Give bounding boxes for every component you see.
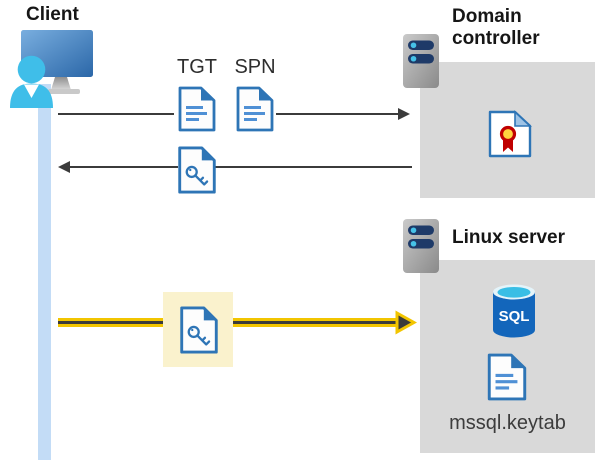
user-icon xyxy=(10,55,53,108)
tgt-document-icon xyxy=(178,86,216,132)
client-label: Client xyxy=(26,4,79,25)
linux-server-server-icon xyxy=(403,219,439,273)
tgt-label: TGT xyxy=(177,56,217,78)
ticket-response-arrow-line xyxy=(214,166,412,168)
arrow-right-icon xyxy=(398,108,410,120)
domain-controller-server-icon xyxy=(403,34,439,88)
arrow-right-yellow-icon xyxy=(395,310,417,335)
keytab-file-label: mssql.keytab xyxy=(449,412,566,434)
linux-server-label: Linux server xyxy=(452,227,565,248)
tgt-request-arrow-line xyxy=(58,113,174,115)
service-ticket-key-document-icon xyxy=(180,306,218,354)
spn-label: SPN xyxy=(234,56,276,78)
client-device-icon xyxy=(10,30,93,108)
certificate-icon xyxy=(488,110,532,158)
spn-document-icon xyxy=(236,86,274,132)
arrow-left-icon xyxy=(58,161,70,173)
sql-database-icon: SQL xyxy=(493,284,535,338)
client-timeline-bar xyxy=(38,84,51,460)
ticket-response-arrow-line xyxy=(70,166,178,168)
keytab-document-icon xyxy=(487,353,527,401)
sql-badge-label: SQL xyxy=(499,308,530,325)
domain-controller-label: Domain controller xyxy=(452,6,540,49)
ticket-key-document-icon xyxy=(178,146,216,194)
tgt-request-arrow-line xyxy=(276,113,400,115)
